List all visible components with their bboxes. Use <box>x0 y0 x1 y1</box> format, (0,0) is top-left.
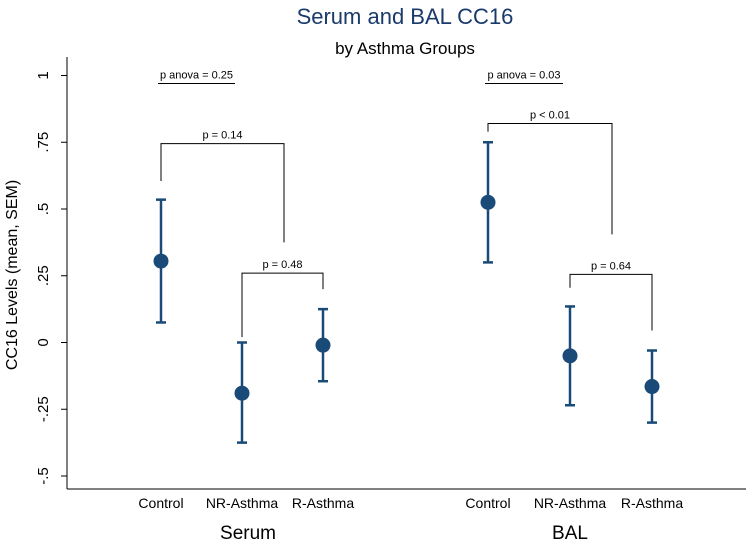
p-value-label: p = 0.64 <box>591 260 631 272</box>
category-label: NR-Asthma <box>534 495 607 511</box>
mean-point <box>480 194 496 210</box>
group-label: BAL <box>552 523 588 544</box>
p-value-label: p anova = 0.03 <box>487 70 560 82</box>
mean-point <box>234 385 250 401</box>
y-tick-label: .5 <box>35 203 52 216</box>
mean-point <box>153 253 169 269</box>
y-tick-label: -.5 <box>35 467 52 485</box>
y-tick-label: 0 <box>35 338 52 346</box>
group-label: Serum <box>220 523 276 544</box>
chart-subtitle: by Asthma Groups <box>335 39 475 58</box>
p-value-label: p anova = 0.25 <box>160 70 233 82</box>
significance-bracket <box>487 123 613 235</box>
chart-title: Serum and BAL CC16 <box>297 4 514 29</box>
p-value-label: p < 0.01 <box>530 110 570 122</box>
y-tick-label: .75 <box>35 132 52 153</box>
significance-bracket <box>160 143 285 243</box>
mean-point <box>644 379 660 395</box>
significance-bracket <box>241 272 324 338</box>
annotations: p anova = 0.25 p = 0.14 p = 0.48 p anova = … <box>158 70 653 338</box>
mean-point <box>562 348 578 364</box>
y-tick-label: 1 <box>35 71 52 79</box>
category-label: R-Asthma <box>292 495 354 511</box>
y-axis-label: CC16 Levels (mean, SEM) <box>4 180 21 370</box>
category-label: Control <box>138 495 183 511</box>
significance-bracket <box>569 273 653 331</box>
category-label: Control <box>465 495 510 511</box>
p-value-label: p = 0.14 <box>202 130 242 142</box>
data-marks <box>153 141 660 444</box>
y-ticks: -.5 -.25 0 .25 .5 .75 1 <box>35 71 67 485</box>
category-label: NR-Asthma <box>206 495 279 511</box>
mean-point <box>315 337 331 353</box>
p-value-label: p = 0.48 <box>262 259 302 271</box>
y-tick-label: -.25 <box>35 396 52 422</box>
category-label: R-Asthma <box>621 495 683 511</box>
y-tick-label: .25 <box>35 265 52 286</box>
